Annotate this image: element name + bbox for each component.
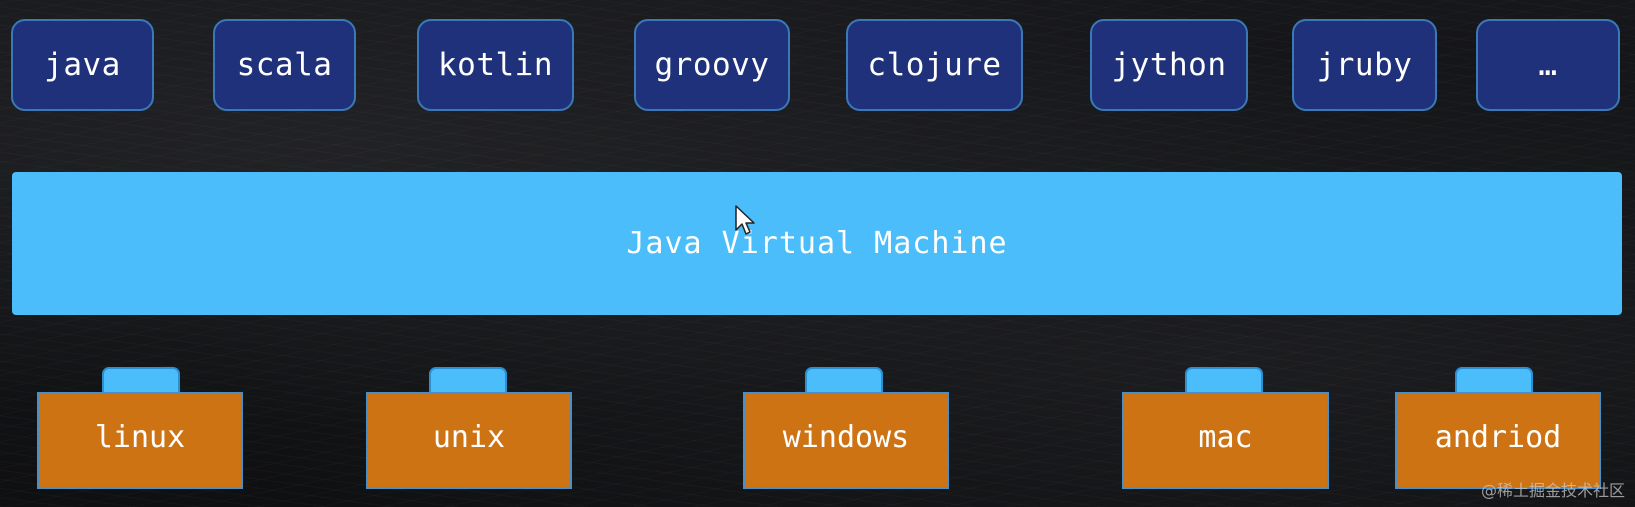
platform-folder-andriod: andriod [1395,392,1601,489]
language-box-more: … [1476,19,1620,111]
platform-folder-unix: unix [366,392,572,489]
platform-folder-windows: windows [743,392,949,489]
language-box-jython: jython [1090,19,1248,111]
mouse-cursor-icon [735,205,755,235]
platform-folder-mac: mac [1122,392,1329,489]
jvm-bar: Java Virtual Machine [12,172,1622,315]
language-box-clojure: clojure [846,19,1023,111]
language-box-scala: scala [213,19,356,111]
language-box-jruby: jruby [1292,19,1437,111]
language-box-kotlin: kotlin [417,19,574,111]
platform-folder-linux: linux [37,392,243,489]
language-box-java: java [11,19,154,111]
jvm-label: Java Virtual Machine [626,226,1008,261]
language-box-groovy: groovy [634,19,790,111]
watermark: @稀土掘金技术社区 [1480,481,1625,500]
